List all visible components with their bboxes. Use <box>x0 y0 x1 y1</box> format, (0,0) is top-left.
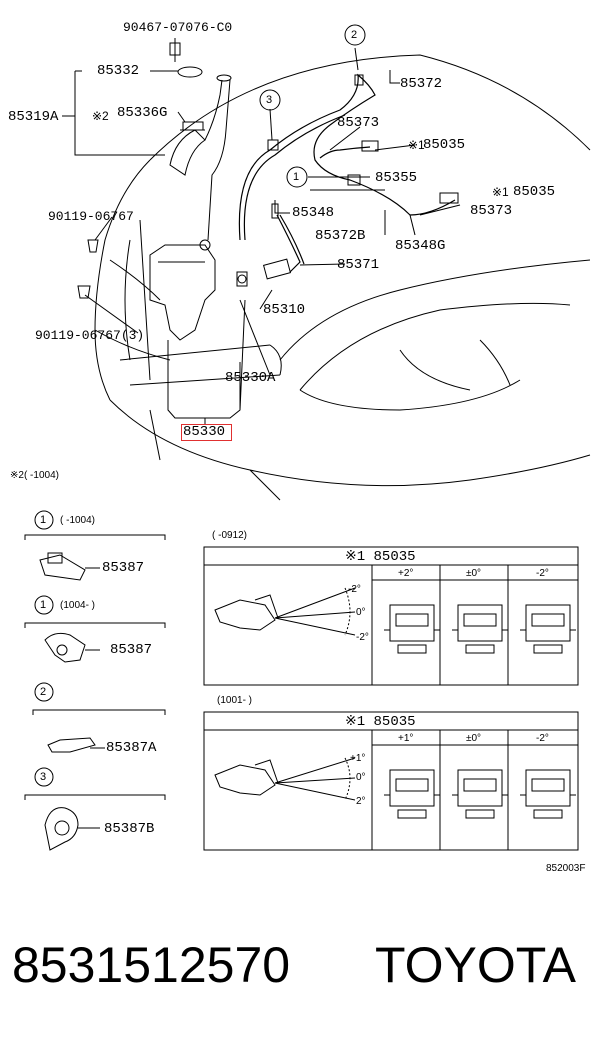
small-parts <box>77 42 459 299</box>
table-2-col-2: ±0° <box>466 733 482 744</box>
washer-tank <box>149 66 232 341</box>
table-1-angle-1: -2° <box>348 584 361 595</box>
table-1-title: ※1 85035 <box>345 549 416 565</box>
part-number: 8531512570 <box>12 937 291 993</box>
nozzle-views <box>384 604 576 819</box>
detail-brackets <box>24 534 166 800</box>
table-1-col-3: -2° <box>536 568 549 579</box>
circle-3-detail: 3 <box>40 771 47 783</box>
label-90119-a: 90119-06767 <box>48 209 134 224</box>
table-1-col-1: +2° <box>398 568 414 579</box>
label-85319A: 85319A <box>8 109 59 125</box>
detail-2-part: 85387 <box>110 642 153 658</box>
label-85332: 85332 <box>97 63 140 79</box>
circle-2-detail: 2 <box>40 686 47 698</box>
table-1-range: ( -0912) <box>212 530 248 541</box>
circle-1-detail-a: 1 <box>40 514 47 526</box>
label-85348: 85348 <box>292 205 335 221</box>
label-85372B: 85372B <box>315 228 366 244</box>
table-1-col-2: ±0° <box>466 568 482 579</box>
label-85373-a: 85373 <box>337 115 380 131</box>
table-2-title: ※1 85035 <box>345 714 416 730</box>
label-85371: 85371 <box>337 257 380 273</box>
label-90119-b: 90119-06767(3) <box>35 328 145 343</box>
circle-3-top: 3 <box>266 94 273 106</box>
label-90467: 90467-07076-C0 <box>123 20 233 35</box>
mark-1-a: ※1 <box>408 138 425 152</box>
spray-sketches <box>214 587 356 801</box>
table-2-angle-2: 0° <box>356 772 366 783</box>
table-1-angle-2: 0° <box>356 607 366 618</box>
mark-1-b: ※1 <box>492 185 509 199</box>
reference-code: 852003F <box>546 863 586 874</box>
table-2-angle-1: +1° <box>350 753 366 764</box>
label-85336G: 85336G <box>117 105 168 121</box>
detail-1-part: 85387 <box>102 560 145 576</box>
detail-1-range: ( -1004) <box>60 515 96 526</box>
label-85310: 85310 <box>263 302 306 318</box>
detail-3-part: 85387A <box>106 740 157 756</box>
table-2-col-1: +1° <box>398 733 414 744</box>
table-1-angle-3: -2° <box>356 632 369 643</box>
label-85035-a: 85035 <box>423 137 466 153</box>
label-85373-b: 85373 <box>470 203 513 219</box>
highlight-85330 <box>181 424 232 441</box>
note-2: ※2( -1004) <box>10 470 59 481</box>
nozzle-view-1-3 <box>520 604 576 654</box>
label-85372: 85372 <box>400 76 443 92</box>
brand-name: TOYOTA <box>375 937 576 993</box>
table-2-angle-3: 2° <box>356 796 366 807</box>
nozzle-view-2-1 <box>384 769 440 819</box>
circle-1-detail-b: 1 <box>40 599 47 611</box>
nozzle-view-1-2 <box>452 604 508 654</box>
nozzle-view-2-3 <box>520 769 576 819</box>
nozzle-tables <box>203 546 579 851</box>
detail-part-sketches <box>39 552 105 851</box>
label-85355: 85355 <box>375 170 418 186</box>
nozzle-view-2-2 <box>452 769 508 819</box>
mark-2: ※2 <box>92 109 109 123</box>
washer-hoses <box>238 73 456 273</box>
detail-4-part: 85387B <box>104 821 155 837</box>
label-85348G: 85348G <box>395 238 446 254</box>
label-85330: 85330 <box>183 424 226 440</box>
table-2-range: (1001- ) <box>217 695 253 706</box>
car-body-outline <box>94 54 591 501</box>
label-85035-b: 85035 <box>513 184 556 200</box>
nozzle-view-1-1 <box>384 604 440 654</box>
circle-1-top: 1 <box>293 171 300 183</box>
circle-2-top: 2 <box>351 29 358 41</box>
label-85330A: 85330A <box>225 370 276 386</box>
table-2-col-3: -2° <box>536 733 549 744</box>
detail-2-range: (1004- ) <box>60 600 96 611</box>
circle-markers <box>34 24 366 787</box>
